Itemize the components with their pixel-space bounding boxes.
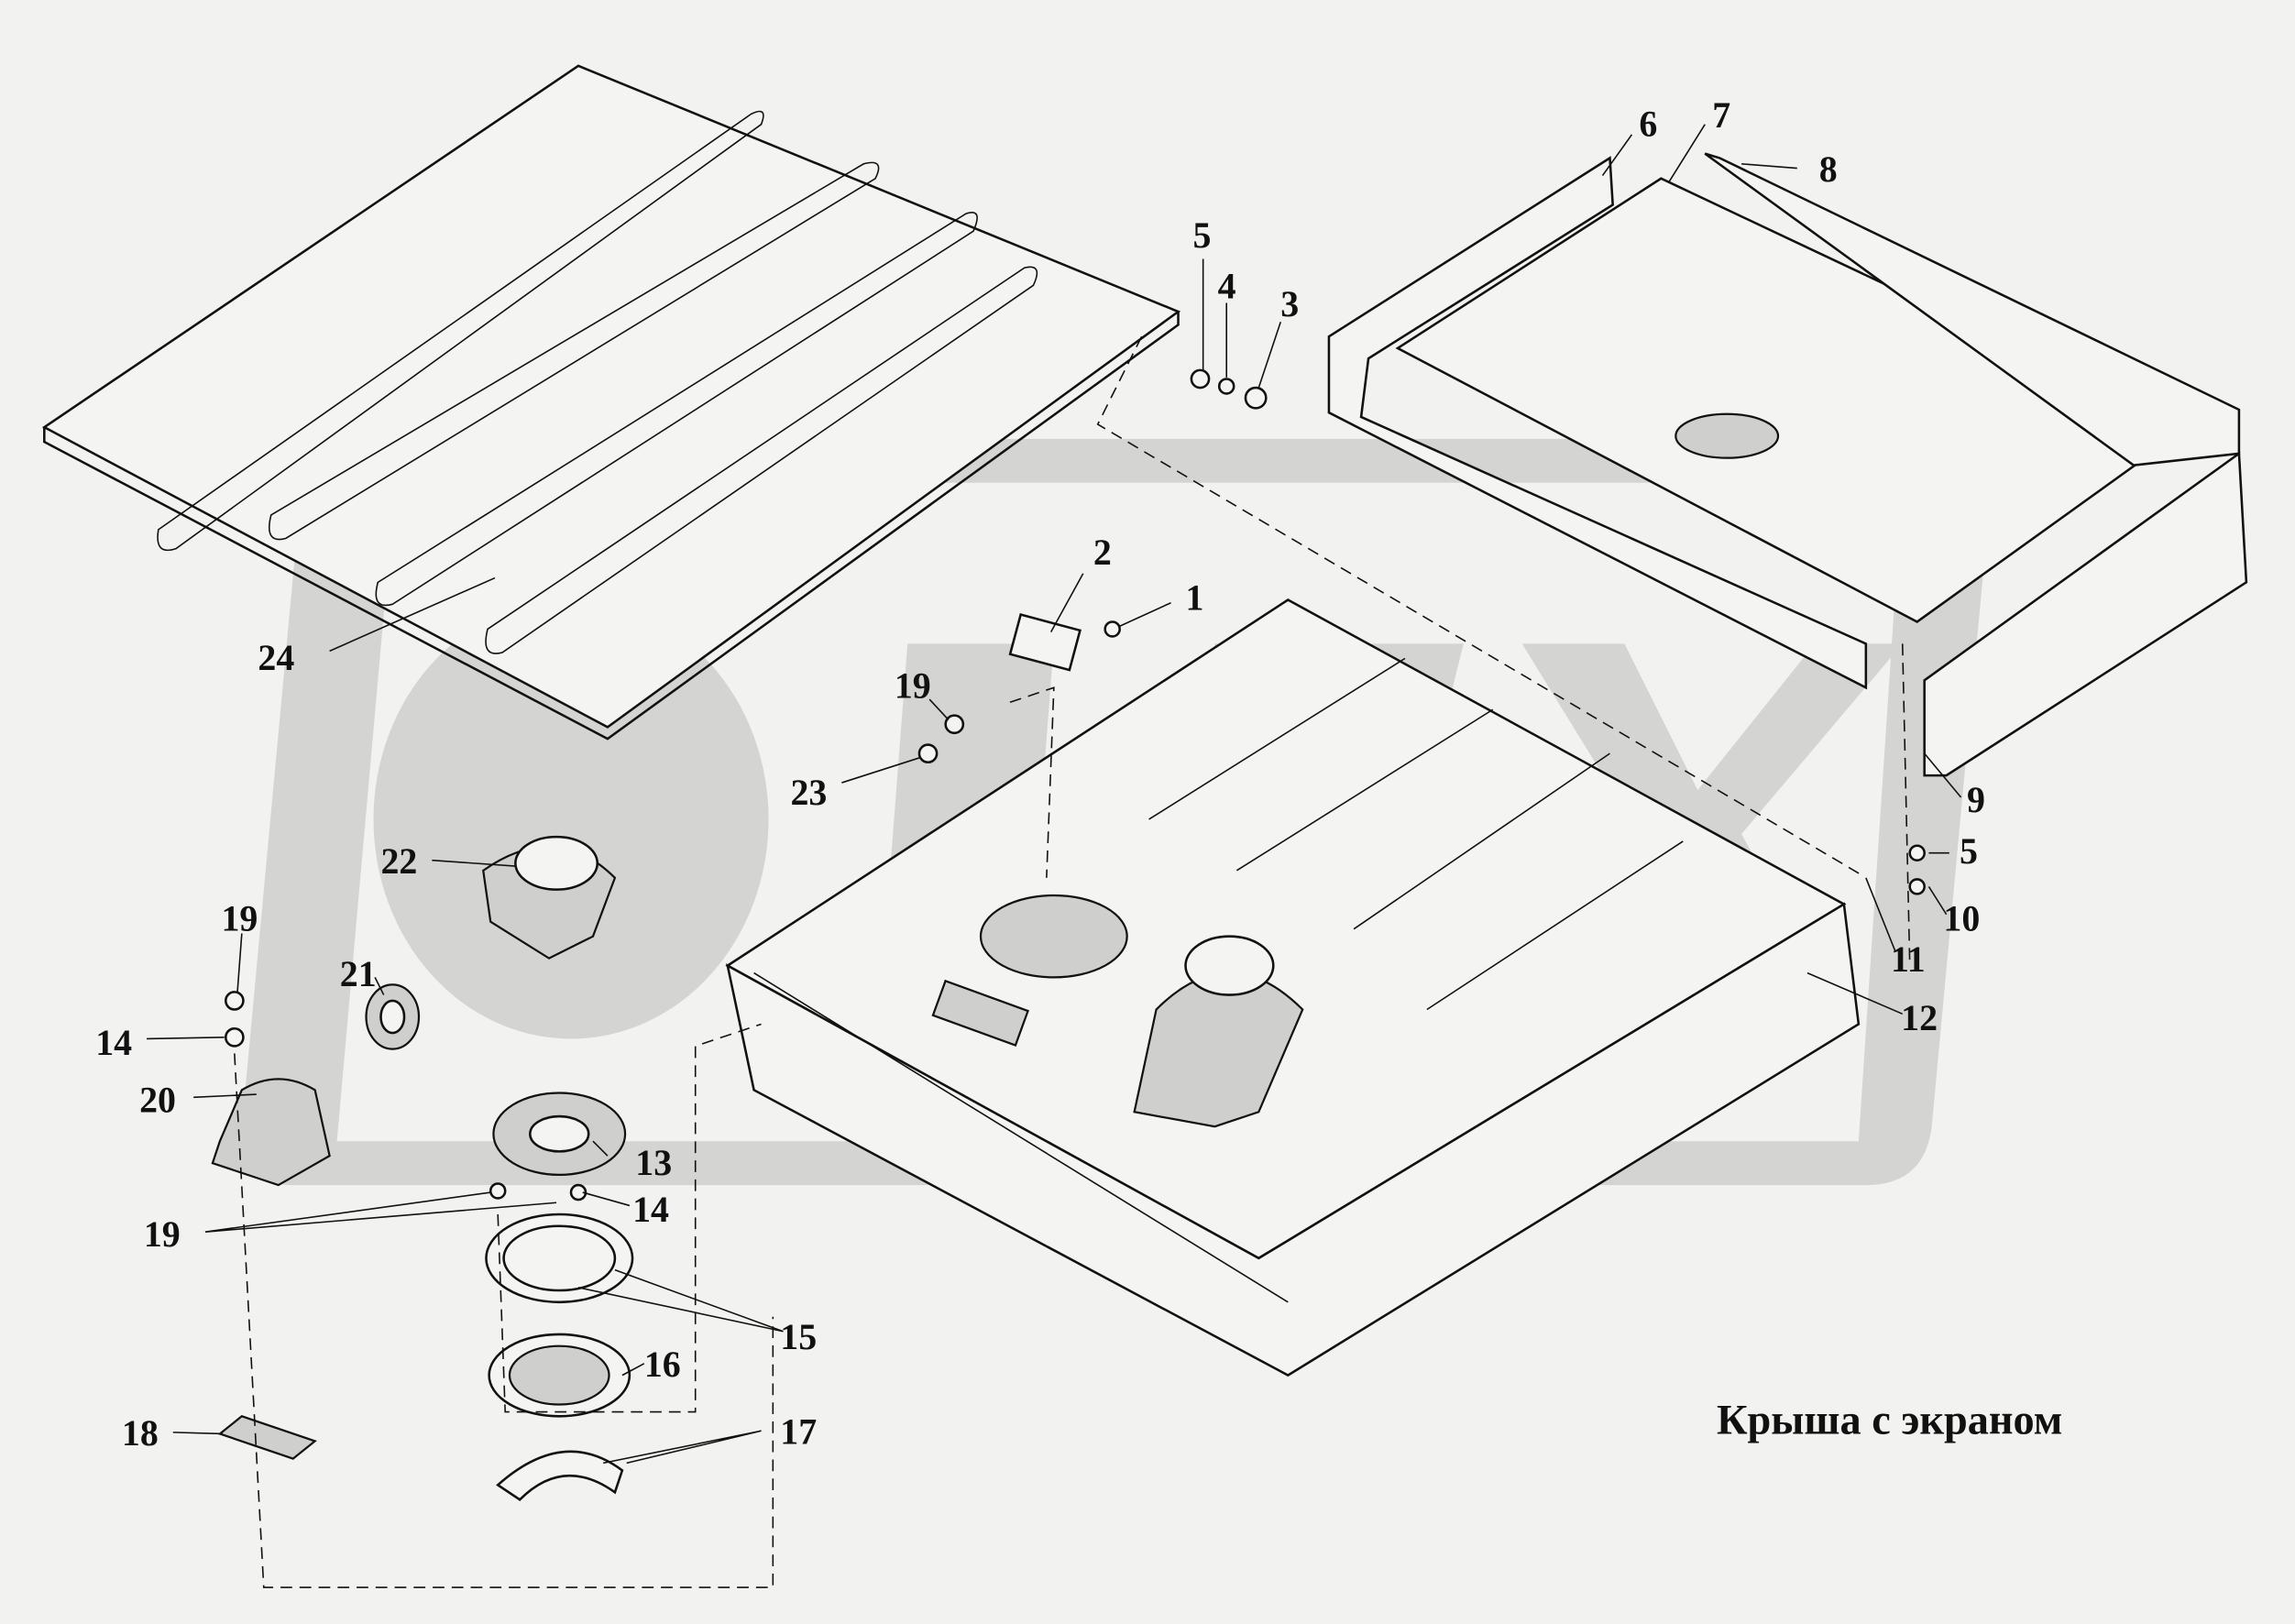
callout-10: 10 [1943,897,1980,938]
callout-5: 5 [1960,830,1978,872]
callout-9: 9 [1967,779,1985,820]
callouts: 24 2 1 19 23 22 21 19 14 20 13 14 19 15 … [95,94,1985,1454]
callout-16: 16 [644,1344,681,1385]
callout-13: 13 [635,1142,672,1183]
callout-17: 17 [780,1411,817,1453]
callout-24: 24 [258,637,294,678]
diagram-title: Крыша с экраном [1717,1397,2062,1443]
callout-14: 14 [632,1189,669,1230]
small-parts [211,368,1926,1501]
callout-7: 7 [1712,94,1730,136]
callout-15: 15 [780,1316,817,1357]
part-12-tray [725,598,1861,1377]
callout-19: 19 [221,897,258,938]
assembly-lines [234,335,1911,1588]
callout-5: 5 [1192,214,1211,256]
callout-18: 18 [122,1412,159,1454]
callout-23: 23 [790,772,827,813]
callout-22: 22 [380,840,417,882]
leader-lines [147,124,1962,1465]
callout-12: 12 [1901,997,1938,1038]
callout-3: 3 [1280,283,1299,324]
callout-8: 8 [1819,148,1838,190]
part-7-upper-frame [1327,152,2248,777]
callout-14: 14 [95,1022,132,1063]
callout-20: 20 [139,1079,176,1120]
callout-2: 2 [1093,532,1112,573]
callout-21: 21 [340,953,377,994]
callout-1: 1 [1186,577,1204,619]
callout-6: 6 [1639,103,1657,144]
callout-11: 11 [1891,938,1926,980]
callout-4: 4 [1218,266,1236,307]
callout-19: 19 [144,1213,181,1255]
part-24-roof-panel [41,64,1181,741]
callout-19: 19 [895,664,931,706]
